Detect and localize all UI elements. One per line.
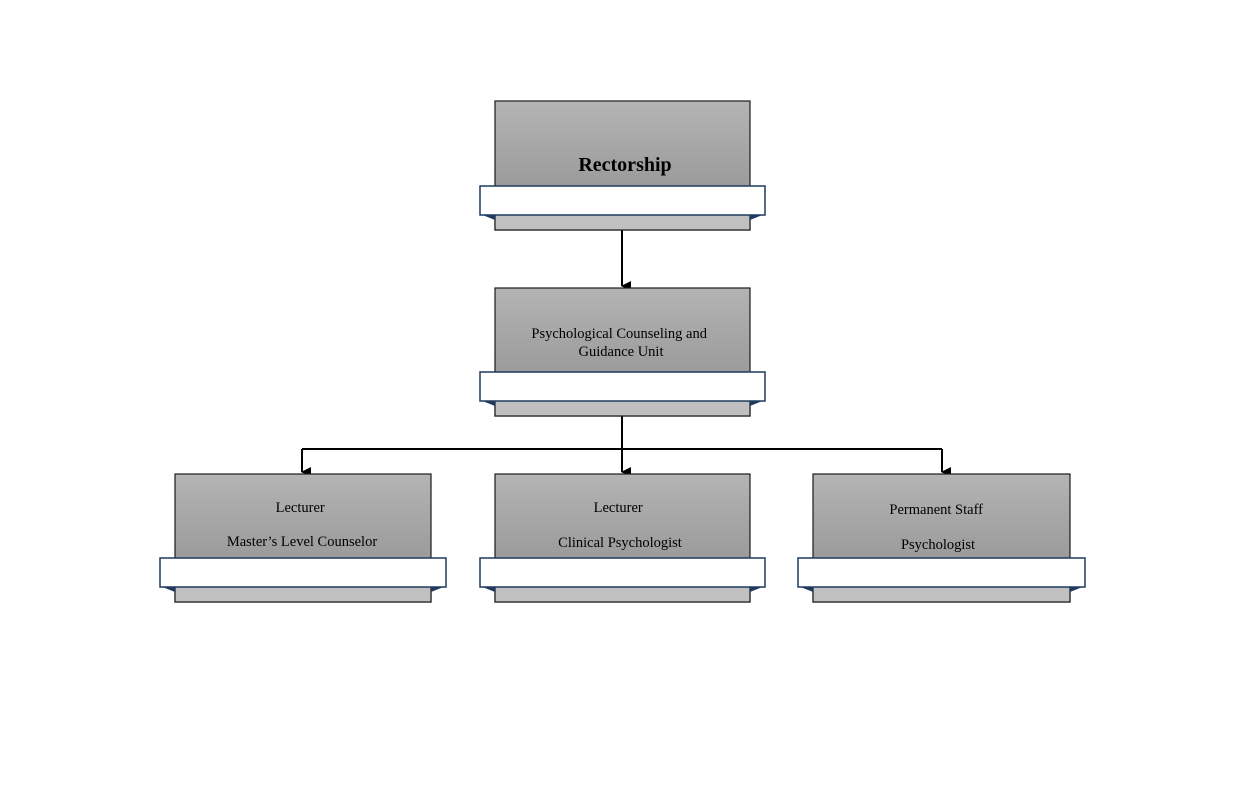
label-line-1: Rectorship [578,154,671,176]
node-base [494,213,751,231]
connectors [301,230,951,477]
node-label: Permanent Staff Psychologist [889,502,986,553]
node-base [812,585,1071,603]
label-line-1: Permanent Staff [889,502,983,518]
node-ribbon [479,557,766,588]
node-ribbon [479,185,766,216]
node-base [494,585,751,603]
node-base [174,585,432,603]
label-line-2: Clinical Psychologist [558,535,682,551]
node-label: Lecturer Master’s Level Counselor [227,500,378,550]
node-label: Lecturer Clinical Psychologist [558,500,682,551]
node-counseling-unit: Psychological Counseling and Guidance Un… [479,287,766,417]
node-base [494,399,751,417]
label-line-2: Guidance Unit [579,344,664,360]
label-line-1: Psychological Counseling and [531,326,707,342]
node-ribbon [159,557,447,588]
label-line-2: Psychologist [901,537,975,553]
node-ribbon [479,371,766,402]
node-lecturer-counselor: Lecturer Master’s Level Counselor [159,473,447,603]
node-ribbon [797,557,1086,588]
label-line-1: Lecturer [276,500,325,516]
label-line-2: Master’s Level Counselor [227,534,378,550]
node-lecturer-psychologist: Lecturer Clinical Psychologist [479,473,766,603]
node-label: Rectorship [578,154,671,176]
node-permanent-staff: Permanent Staff Psychologist [797,473,1086,603]
node-label: Psychological Counseling and Guidance Un… [531,326,710,360]
node-rectorship: Rectorship [479,100,766,231]
label-line-1: Lecturer [594,500,643,516]
